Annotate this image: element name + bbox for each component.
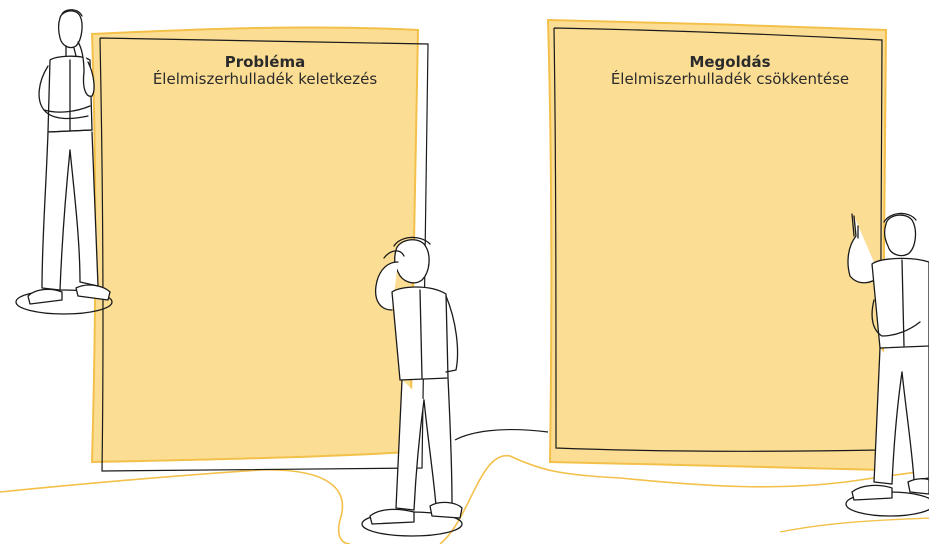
ground-line [0, 469, 351, 544]
thinking-person-icon [15, 9, 113, 315]
problem-panel-outline [99, 37, 429, 472]
solution-label-block: Megoldás Élelmiszerhulladék csökkentése [580, 53, 880, 89]
problem-subtitle: Élelmiszerhulladék keletkezés [152, 70, 378, 89]
idea-person-icon [845, 212, 929, 517]
ground-line-dark [454, 428, 549, 441]
problem-label-block: Probléma Élelmiszerhulladék keletkezés [120, 53, 410, 89]
ground-line-right-low [779, 517, 929, 533]
problem-panel-fill [90, 26, 420, 464]
problem-title: Probléma [224, 53, 306, 71]
problem-panel [90, 26, 429, 472]
confused-person-icon [361, 236, 463, 537]
solution-title: Megoldás [689, 53, 771, 71]
ground-line-right [439, 455, 929, 544]
solution-subtitle: Élelmiszerhulladék csökkentése [610, 70, 850, 89]
